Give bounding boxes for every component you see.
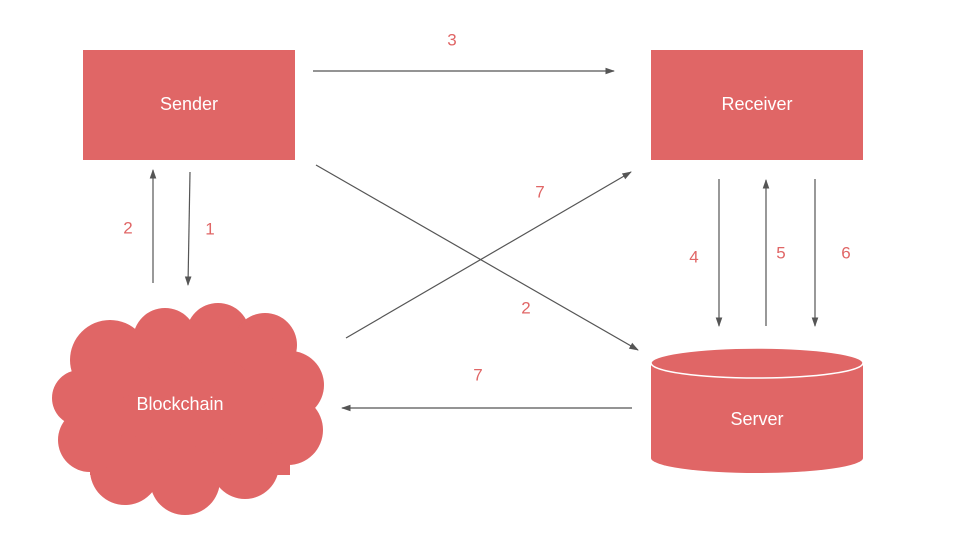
edge-sender-to-blockchain [184, 171, 192, 286]
edge-label-6: 6 [841, 243, 850, 262]
receiver-box [651, 50, 863, 160]
edge-label-3: 3 [447, 30, 456, 49]
edge-label-5: 5 [776, 243, 785, 262]
edge-label-7-bottom: 7 [473, 365, 482, 384]
edge-label-2-mid: 2 [521, 298, 530, 317]
server-label: Server [730, 409, 783, 429]
edge-label-7-top: 7 [535, 182, 544, 201]
sender-box [83, 50, 295, 160]
blockchain-label: Blockchain [136, 394, 223, 414]
edge-label-2-left: 2 [123, 218, 132, 237]
cylinder-shape [650, 347, 864, 473]
cloud-shape [52, 303, 324, 515]
blockchain-node[interactable]: Blockchain [52, 303, 324, 515]
receiver-node[interactable]: Receiver [651, 50, 863, 160]
edge-label-4: 4 [689, 247, 698, 266]
server-node[interactable]: Server [650, 347, 864, 473]
sender-node[interactable]: Sender [83, 50, 295, 160]
receiver-label: Receiver [721, 94, 792, 114]
edge-sender-to-server [315, 164, 639, 351]
edge-blockchain-to-receiver [345, 171, 632, 339]
edge-label-1: 1 [205, 219, 214, 238]
sender-label: Sender [160, 94, 218, 114]
